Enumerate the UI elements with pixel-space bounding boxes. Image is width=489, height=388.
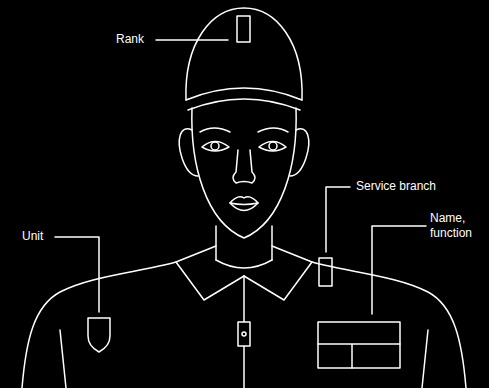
leader-line [326,187,350,252]
left-arm-seam [60,330,66,388]
right-eyebrow [258,128,288,132]
leader-line [372,226,426,314]
undershirt [216,260,272,268]
zipper-pull-hole [242,332,246,336]
unit-shield [88,318,110,352]
left-ear [179,129,198,176]
callout-label: Name, function [430,211,486,241]
left-eyebrow [200,128,230,132]
right-eye [259,142,286,152]
neck-left [215,226,217,260]
cap-dome [186,8,302,100]
left-eye [202,142,229,152]
left-pupil [211,142,219,150]
leader-line [55,237,99,312]
callout-label: Unit [22,229,56,244]
name-badge [318,322,400,368]
upper-lip [230,197,258,205]
nose [233,150,255,183]
callout-label: Service branch [356,179,476,194]
cap-brim-lower [188,99,300,110]
service-branch-patch [319,258,332,286]
zipper-pull [238,322,250,346]
right-shoulder [312,262,466,388]
rank-insignia [237,16,250,42]
right-pupil [269,142,277,150]
name-badge-dividers [318,344,400,368]
face-outline [192,108,296,238]
neck-right [271,226,273,260]
lower-lip [230,203,258,211]
right-ear [290,129,309,176]
right-arm-seam [422,330,428,388]
leader-line [156,39,228,41]
right-collar [244,246,312,300]
cap-brim [186,88,302,100]
left-collar [176,246,244,300]
callout-label: Rank [116,32,156,47]
